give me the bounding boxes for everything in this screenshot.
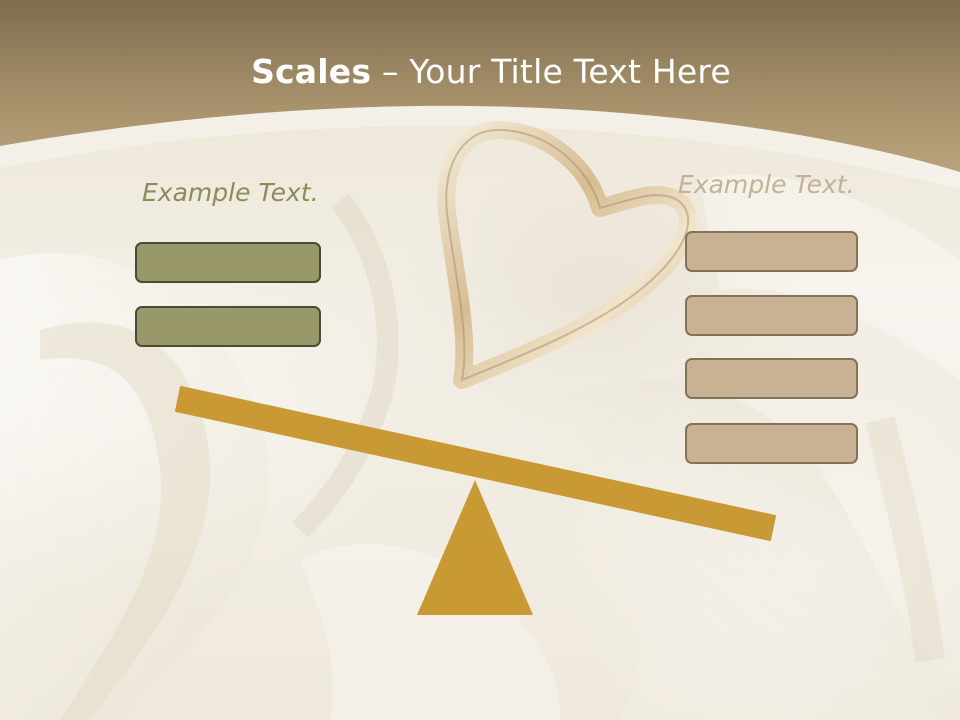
title-rest: – Your Title Text Here (371, 52, 731, 91)
right-text-box-3 (685, 358, 858, 399)
left-example-label: Example Text. (142, 178, 319, 207)
right-text-box-1 (685, 231, 858, 272)
right-example-label: Example Text. (678, 170, 855, 199)
left-text-box-2 (135, 306, 321, 347)
scale-fulcrum (417, 480, 533, 615)
heart-pendant-icon (437, 121, 698, 389)
left-text-box-1 (135, 242, 321, 283)
page-title: Scales – Your Title Text Here (0, 52, 960, 91)
scale-beam (175, 386, 776, 541)
right-text-box-4 (685, 423, 858, 464)
right-text-box-2 (685, 295, 858, 336)
header-band (0, 0, 960, 190)
title-bold: Scales (251, 52, 372, 91)
